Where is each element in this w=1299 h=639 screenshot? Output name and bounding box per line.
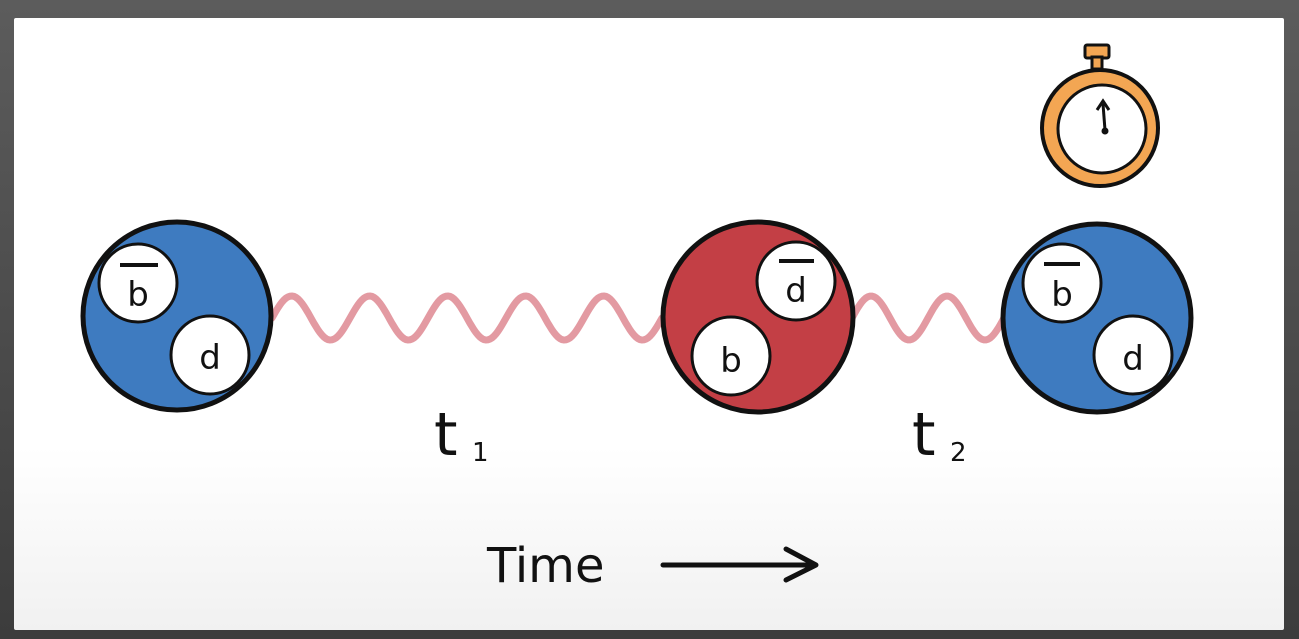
time-axis-label: Time bbox=[486, 538, 819, 594]
meson-1: b d bbox=[80, 219, 274, 413]
meson-3-bottom-quark: d bbox=[1092, 314, 1174, 396]
meson-1-bottom-quark: d bbox=[169, 314, 251, 396]
quark-label: d bbox=[1122, 339, 1144, 379]
meson-1-top-quark: b bbox=[97, 242, 179, 324]
meson-1-body bbox=[80, 219, 274, 413]
stopwatch-icon bbox=[1040, 43, 1160, 188]
wave-propagator-1 bbox=[268, 292, 666, 344]
interval-t: t bbox=[912, 400, 936, 470]
meson-3-top-quark: b bbox=[1021, 242, 1103, 324]
quark-label: b bbox=[127, 275, 149, 315]
wave-propagator-2 bbox=[848, 292, 1008, 344]
meson-3-body bbox=[1000, 221, 1194, 415]
quark-label: b bbox=[1051, 275, 1073, 315]
time-label: Time bbox=[486, 538, 604, 594]
quark-label: d bbox=[785, 271, 807, 311]
interval-label-t1: t 1 bbox=[434, 400, 489, 470]
interval-subscript: 1 bbox=[472, 438, 489, 468]
interval-t: t bbox=[434, 400, 458, 470]
arrow-right-icon bbox=[660, 546, 819, 583]
meson-2-top-quark: d bbox=[755, 240, 837, 322]
interval-label-t2: t 2 bbox=[912, 400, 967, 470]
interval-subscript: 2 bbox=[950, 438, 967, 468]
meson-3: b d bbox=[1000, 221, 1194, 415]
meson-2: d b bbox=[660, 219, 856, 415]
quark-label: d bbox=[199, 338, 221, 378]
meson-2-bottom-quark: b bbox=[690, 315, 772, 397]
quark-label: b bbox=[720, 341, 742, 381]
